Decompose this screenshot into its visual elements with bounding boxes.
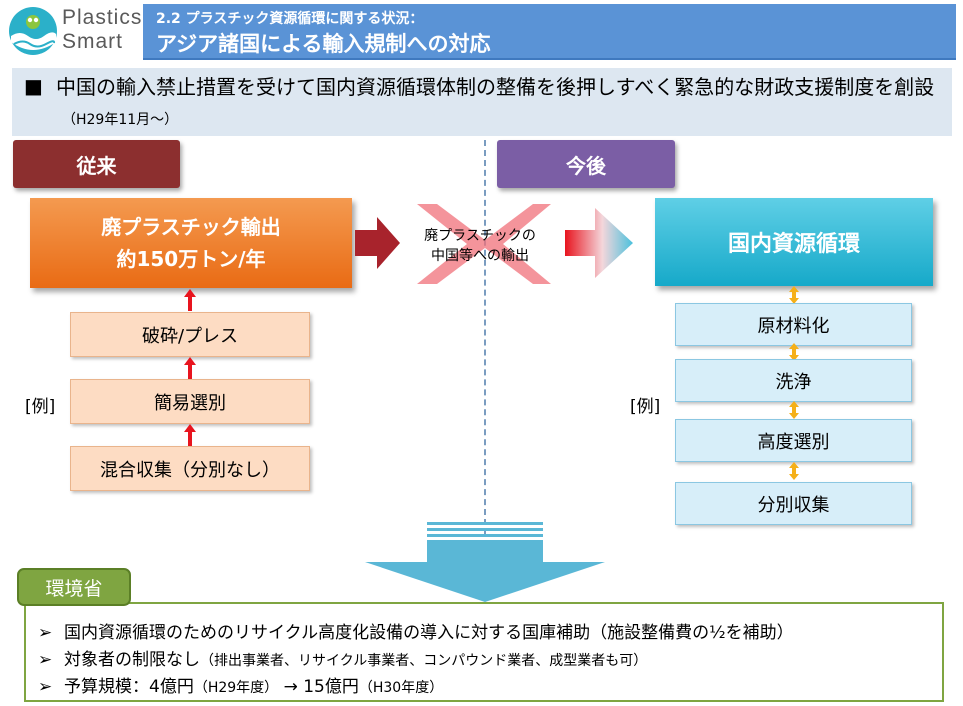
budget-h29-note: （H29年度） <box>193 680 279 696</box>
flow-arrows <box>355 204 633 284</box>
export-box-line2: 約150万トン/年 <box>116 247 266 271</box>
plastics-smart-logo-icon <box>9 7 57 55</box>
cross-icon <box>417 204 551 284</box>
ministry-tab: 環境省 <box>17 568 131 606</box>
budget-h30-note: （H30年度） <box>358 680 444 696</box>
budget-h29: 予算規模：4億円 <box>64 677 194 697</box>
crossed-label-line1: 廃プラスチックの <box>424 228 536 244</box>
bullet-arrow-icon: ➢ <box>38 623 53 643</box>
bullet-arrow-icon: ➢ <box>38 650 53 670</box>
step-separate-collection: 分別収集 <box>675 482 912 525</box>
lead-note: （H29年11月～） <box>62 112 179 128</box>
logo-text-line1: Plastics <box>62 6 143 29</box>
bullet-arrow-icon: ➢ <box>38 677 53 697</box>
up-arrow-icon <box>184 357 196 379</box>
export-box-line1: 廃プラスチック輸出 <box>101 215 281 239</box>
logo-text-line2: Smart <box>62 30 124 53</box>
logo: Plastics Smart <box>0 0 143 62</box>
ministry-box: ➢ 国内資源循環のためのリサイクル高度化設備の導入に対する国庫補助（施設整備費の½… <box>24 602 944 702</box>
up-arrow-icon <box>184 289 196 311</box>
double-arrow-icon <box>789 401 799 419</box>
step-raw-material: 原材料化 <box>675 303 912 346</box>
right-arrow-icon: → <box>283 677 298 697</box>
header-subtitle: 2.2 プラスチック資源循環に関する状況： <box>156 11 424 27</box>
ministry-item-2: ➢ 対象者の制限なし（排出事業者、リサイクル事業者、コンパウンド業者、成型業者も可… <box>38 645 647 670</box>
tab-after: 今後 <box>497 140 675 188</box>
ministry-item-1-text: 国内資源循環のためのリサイクル高度化設備の導入に対する国庫補助（施設整備費の½を… <box>64 623 794 643</box>
right-arrow-icon <box>355 217 400 269</box>
ministry-item-1: ➢ 国内資源循環のためのリサイクル高度化設備の導入に対する国庫補助（施設整備費の½… <box>38 618 794 643</box>
crossed-label-line2: 中国等への輸出 <box>431 248 529 264</box>
header-bar: 2.2 プラスチック資源循環に関する状況： アジア諸国による輸入規制への対応 <box>143 4 956 60</box>
crossed-export-label: 廃プラスチックの 中国等への輸出 <box>405 226 555 266</box>
domestic-recycling-box: 国内資源循環 <box>655 198 933 286</box>
gradient-arrow-icon <box>565 208 633 278</box>
step-mixed-collection: 混合収集（分別なし） <box>70 446 310 491</box>
page-title: アジア諸国による輸入規制への対応 <box>156 32 491 56</box>
ministry-item-2-note: （排出事業者、リサイクル事業者、コンパウンド業者、成型業者も可） <box>200 653 648 669</box>
big-down-arrow-icon <box>365 522 605 602</box>
step-washing: 洗浄 <box>675 359 912 402</box>
double-arrow-icon <box>789 286 799 304</box>
up-arrow-icon <box>184 424 196 446</box>
center-divider <box>484 140 486 535</box>
ministry-item-2-text: 対象者の制限なし <box>64 650 200 670</box>
ministry-item-3: ➢ 予算規模：4億円（H29年度） → 15億円（H30年度） <box>38 672 443 697</box>
lead-text: 中国の輸入禁止措置を受けて国内資源循環体制の整備を後押しすべく緊急的な財政支援制… <box>56 75 935 99</box>
tab-before: 従来 <box>13 140 180 188</box>
step-crush-press: 破砕/プレス <box>70 312 310 357</box>
example-label-before: [例] <box>25 397 56 417</box>
lead-banner: ■ 中国の輸入禁止措置を受けて国内資源循環体制の整備を後押しすべく緊急的な財政支… <box>12 68 952 136</box>
budget-h30: 15億円 <box>303 677 359 697</box>
step-simple-sorting: 簡易選別 <box>70 379 310 424</box>
example-label-after: [例] <box>630 397 661 417</box>
double-arrow-icon <box>789 343 799 361</box>
export-box: 廃プラスチック輸出 約150万トン/年 <box>30 198 352 288</box>
double-arrow-icon <box>789 462 799 480</box>
lead-bullet: ■ <box>24 74 43 98</box>
step-advanced-sorting: 高度選別 <box>675 419 912 462</box>
